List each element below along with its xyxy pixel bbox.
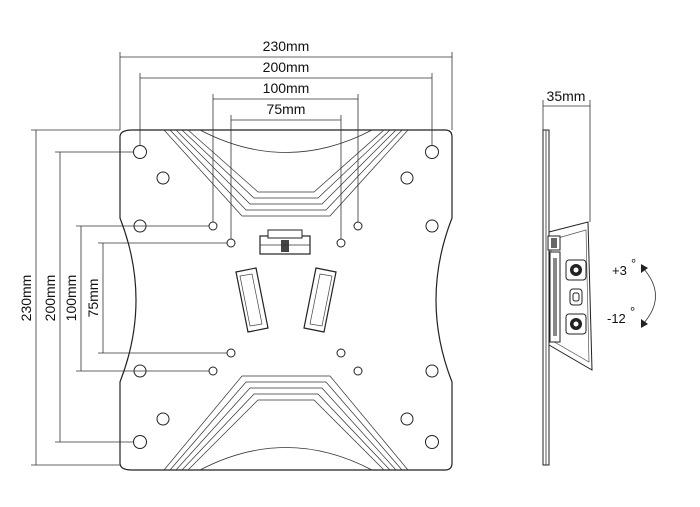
dim-label-230mm-horizontal: 230mm xyxy=(263,38,310,54)
dim-label-200mm-vertical: 200mm xyxy=(42,275,58,322)
dim-label-100mm-vertical: 100mm xyxy=(63,275,79,322)
front-view: 230mm 200mm 100mm 75mm 230mm 200mm 100mm… xyxy=(18,38,453,471)
dim-label-35mm-depth: 35mm xyxy=(547,88,586,104)
mount-plate-outline xyxy=(119,129,453,471)
side-view: 35mm +3 ° -12 ° xyxy=(542,88,656,466)
dim-label-75mm-horizontal: 75mm xyxy=(267,101,306,117)
hook-slot-left xyxy=(235,267,269,333)
side-knob-middle xyxy=(569,288,583,306)
holes-100mm xyxy=(208,221,363,376)
dim-label-200mm-horizontal: 200mm xyxy=(263,59,310,75)
dim-label-100mm-horizontal: 100mm xyxy=(263,80,310,96)
dim-label-75mm-vertical: 75mm xyxy=(85,279,101,318)
tilt-up-degree: ° xyxy=(631,256,636,271)
tilt-arc xyxy=(642,267,656,325)
tilt-down-degree: ° xyxy=(630,304,635,319)
horizontal-dimension-lines xyxy=(119,52,453,239)
hook-slot-right xyxy=(303,267,337,333)
dim-label-230mm-vertical: 230mm xyxy=(18,275,34,322)
bottom-bracket-band xyxy=(163,375,409,471)
center-lock-bracket xyxy=(259,229,311,255)
side-knob-top xyxy=(565,259,587,281)
tilt-up-label: +3 xyxy=(612,263,627,278)
tilt-down-label: -12 xyxy=(607,311,626,326)
side-knob-bottom xyxy=(565,313,587,335)
vertical-dimension-lines xyxy=(31,129,227,466)
